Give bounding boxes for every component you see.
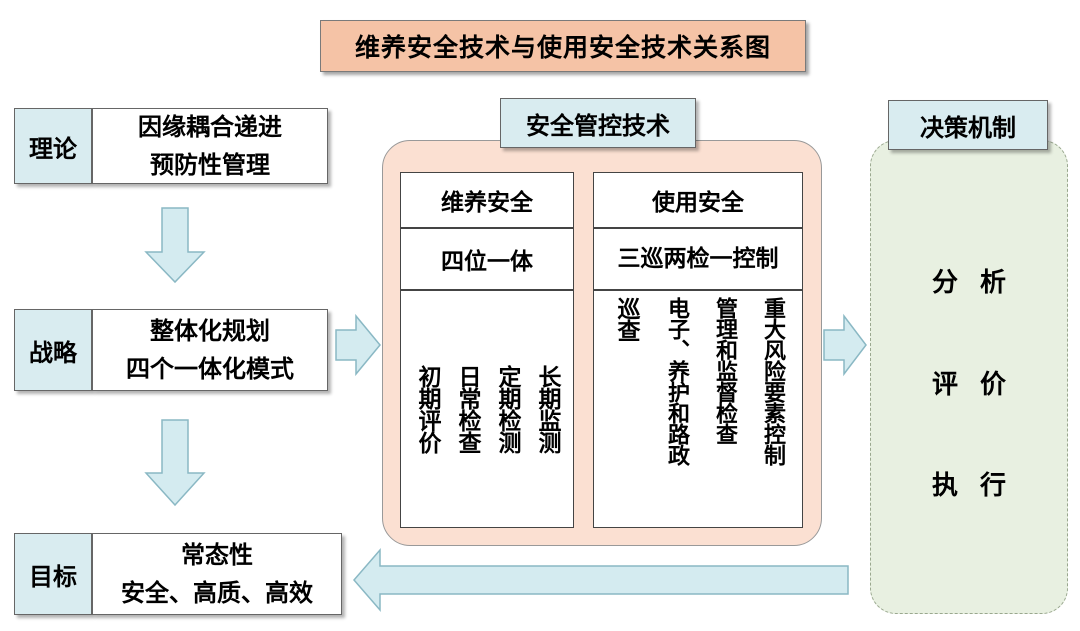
right-arrow-strategy-to-center xyxy=(335,313,381,377)
usage-items: 巡查 电子、养护和路政 管理和监督检查 重大风险要素控制 xyxy=(593,290,803,528)
safety-control-header: 安全管控技术 xyxy=(500,98,696,148)
usage-subtitle: 三巡两检一控制 xyxy=(593,228,803,290)
theory-line-1: 因缘耦合递进 xyxy=(138,113,282,141)
right-arrow-center-to-decision xyxy=(823,313,867,377)
maintenance-title: 维养安全 xyxy=(400,172,574,228)
usage-item: 重大风险要素控制 xyxy=(760,297,785,465)
goal-line-2: 安全、高质、高效 xyxy=(121,579,313,607)
maintenance-subtitle: 四位一体 xyxy=(400,228,574,290)
decision-panel xyxy=(870,140,1068,614)
strategy-line-2: 四个一体化模式 xyxy=(126,355,294,383)
decision-items: 分析 评价 执行 xyxy=(870,262,1068,502)
strategy-line-1: 整体化规划 xyxy=(150,317,270,345)
maintenance-item: 定期检测 xyxy=(494,365,520,453)
goal-label: 目标 xyxy=(14,533,92,615)
goal-line-1: 常态性 xyxy=(181,541,253,569)
down-arrow-theory-to-strategy xyxy=(144,207,206,284)
maintenance-item: 初期评价 xyxy=(414,365,440,453)
down-arrow-strategy-to-goal xyxy=(144,419,206,507)
usage-item: 巡查 xyxy=(613,297,639,341)
usage-item: 电子、养护和路政 xyxy=(664,297,689,465)
usage-title: 使用安全 xyxy=(593,172,803,228)
theory-label: 理论 xyxy=(14,108,92,184)
diagram-title: 维养安全技术与使用安全技术关系图 xyxy=(320,20,806,72)
decision-item-evaluate: 评价 xyxy=(931,369,1028,400)
maintenance-item: 日常检查 xyxy=(454,365,480,453)
usage-item: 管理和监督检查 xyxy=(712,297,737,444)
decision-item-analyze: 分析 xyxy=(931,268,1028,298)
goal-content: 常态性 安全、高质、高效 xyxy=(92,533,342,615)
decision-item-execute: 执行 xyxy=(931,471,1028,501)
strategy-content: 整体化规划 四个一体化模式 xyxy=(92,309,328,391)
maintenance-items: 初期评价 日常检查 定期检测 长期监测 xyxy=(400,290,574,528)
maintenance-item: 长期监测 xyxy=(534,365,560,453)
theory-content: 因缘耦合递进 预防性管理 xyxy=(92,108,328,184)
decision-header: 决策机制 xyxy=(888,100,1048,150)
left-arrow-decision-to-goal xyxy=(353,547,849,613)
theory-line-2: 预防性管理 xyxy=(150,151,270,179)
strategy-label: 战略 xyxy=(14,309,92,391)
